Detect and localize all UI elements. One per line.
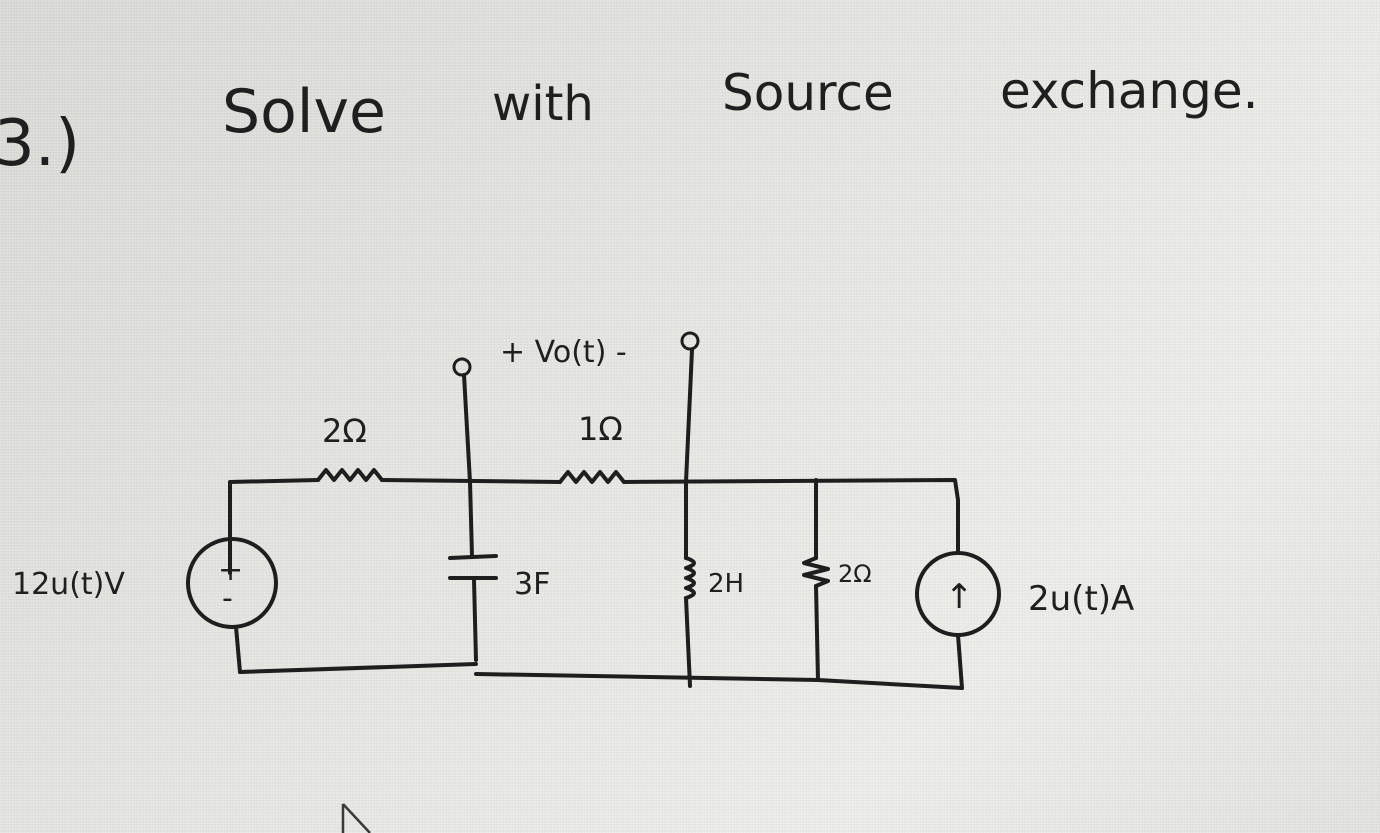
current-source-bottom-lead — [956, 633, 964, 690]
top-wire-left — [228, 478, 320, 575]
current-source-arrow-icon: ↑ — [945, 577, 974, 617]
resistor-shunt-bottom-lead — [814, 584, 820, 682]
instruction-word-solve: Solve — [222, 77, 386, 147]
vo-terminal-minus — [680, 331, 700, 351]
resistor-2ohm-series-label: 2Ω — [322, 412, 367, 450]
inductor-symbol — [684, 556, 696, 600]
instruction-word-with: with — [492, 76, 594, 132]
resistor-2ohm-shunt-label: 2Ω — [838, 560, 872, 588]
current-source-label: 2u(t)A — [1028, 579, 1134, 619]
top-wire-right — [622, 478, 960, 502]
voltage-source-label: 12u(t)V — [12, 567, 125, 602]
resistor-2ohm-series-symbol — [316, 468, 384, 482]
bottom-wire-left — [238, 662, 478, 674]
inductor-bottom-lead — [684, 596, 692, 688]
voltage-source-minus-sign: - — [222, 581, 233, 616]
resistor-1ohm-series-symbol — [558, 470, 626, 484]
inductor-label: 2H — [708, 569, 744, 599]
vo-label: + Vo(t) - — [500, 335, 627, 370]
problem-number: 3.) — [0, 107, 81, 181]
resistor-2ohm-shunt-symbol — [802, 556, 830, 588]
resistor-1ohm-series-label: 1Ω — [578, 410, 623, 448]
instruction-word-exchange: exchange. — [1000, 62, 1259, 120]
vo-lead-minus — [684, 348, 694, 484]
voltage-source-plus-sign: + — [218, 553, 243, 588]
vo-lead-plus — [462, 373, 472, 484]
capacitor-top-lead — [468, 480, 474, 558]
instruction-word-source: Source — [722, 64, 894, 122]
capacitor-bottom-lead — [472, 578, 478, 662]
capacitor-plate-top — [448, 554, 498, 560]
voltage-source-bottom-lead — [234, 625, 242, 674]
bottom-wire-right — [474, 672, 964, 690]
voltage-source-symbol — [186, 537, 278, 629]
mouse-pointer-icon — [341, 803, 371, 833]
capacitor-label: 3F — [514, 567, 550, 602]
vo-terminal-plus — [452, 357, 472, 377]
